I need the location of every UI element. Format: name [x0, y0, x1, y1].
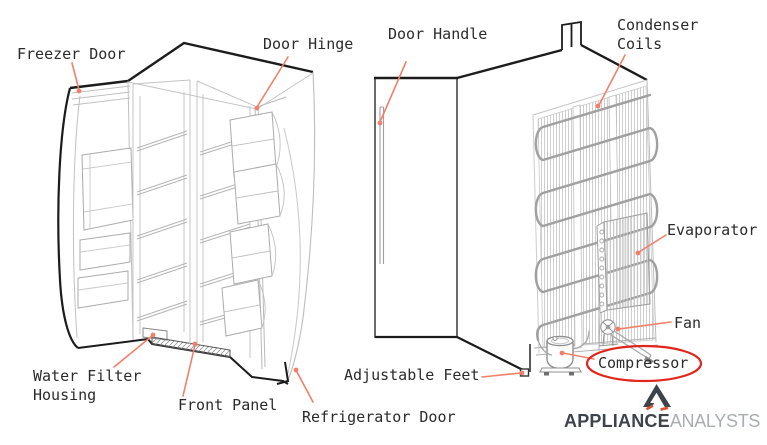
refrigerator-door-edge [287, 71, 316, 381]
label-freezer-door: Freezer Door [17, 45, 126, 63]
label-water-filter-housing: Water Filter Housing [33, 367, 142, 404]
label-compressor: Compressor [598, 354, 689, 372]
label-door-handle: Door Handle [388, 25, 488, 43]
label-front-panel: Front Panel [178, 396, 278, 414]
cabinet-top-outline [69, 41, 314, 90]
evaporator-part [596, 212, 651, 352]
leader-lines [71, 54, 672, 403]
water-line-stub [561, 20, 582, 50]
label-door-hinge: Door Hinge [263, 35, 354, 53]
fan-part [598, 319, 654, 364]
freezer-door-edge [57, 87, 79, 349]
label-refrigerator-door: Refrigerator Door [302, 408, 456, 426]
logo: APPLIANCEANALYSTS [564, 411, 760, 431]
refrigerator-door-open [221, 96, 287, 370]
compressor-highlight-ellipse [585, 344, 703, 383]
rear-view-fridge [374, 20, 659, 377]
freezer-door-bins [77, 147, 134, 309]
logo-brand-light: ANALYSTS [669, 411, 761, 431]
front-view-fridge [57, 41, 316, 385]
label-evaporator: Evaporator [667, 221, 758, 239]
door-panel [374, 77, 458, 338]
logo-brand-bold: APPLIANCE [564, 411, 670, 431]
label-fan: Fan [674, 314, 702, 332]
compressor-part [537, 330, 590, 376]
front-panel-part [151, 336, 231, 358]
logo-mark-icon [643, 384, 671, 411]
door-handle-part [379, 106, 385, 264]
label-condenser-coils: Condenser Coils [617, 16, 699, 53]
freezer-shelves [136, 130, 188, 322]
label-adjustable-feet: Adjustable Feet [344, 366, 480, 384]
